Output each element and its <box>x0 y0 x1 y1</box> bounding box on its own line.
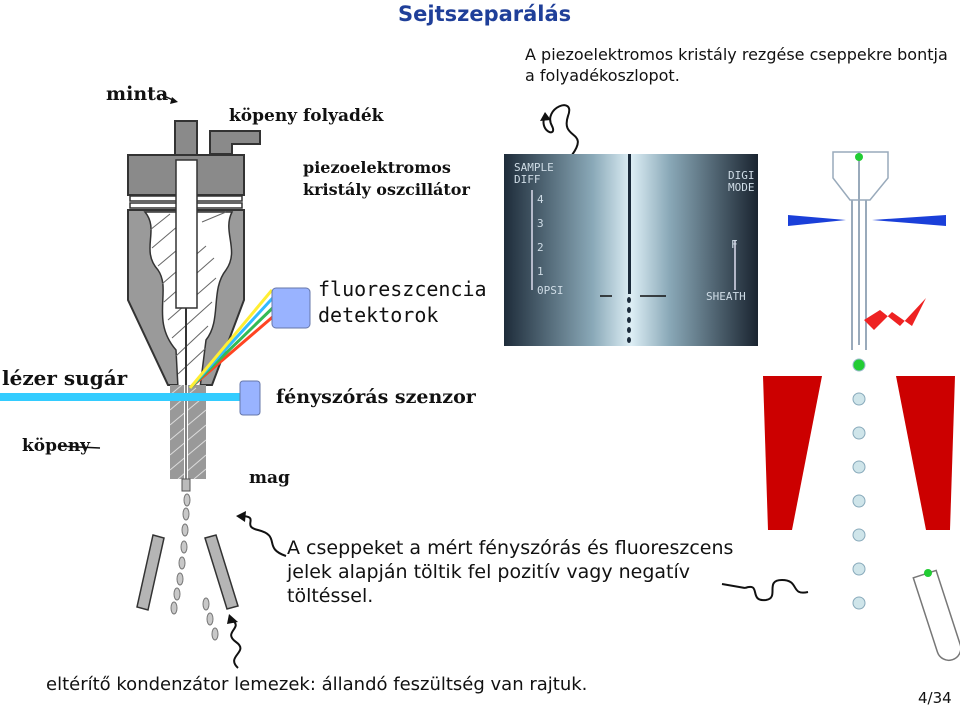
label-sheath: köpeny <box>22 436 91 456</box>
label-piezo-line2: kristály oszcillátor <box>303 180 470 199</box>
label-core: mag <box>249 468 290 488</box>
photo-f-label: F <box>731 238 738 251</box>
squiggle-arrow-icon <box>542 104 579 156</box>
intro-text: A piezoelektromos kristály rezgése csepp… <box>525 45 948 85</box>
collection-tube <box>912 569 960 661</box>
schematic-droplets <box>852 392 866 610</box>
nozzle-outline <box>832 151 889 201</box>
sample-tube <box>175 159 198 309</box>
deflector-plate-red-right <box>896 376 955 530</box>
label-fluorescence-detectors: fluoreszcencia detektorok <box>318 276 487 328</box>
charged-droplet <box>852 358 866 372</box>
photo-sheath-label: SHEATH <box>706 290 746 303</box>
deflector-plate-right <box>204 534 239 610</box>
photo-digi-label: DIGI MODE <box>728 169 755 194</box>
fluorescence-detector <box>271 287 311 329</box>
label-piezo-line1: piezoelektromos <box>303 158 451 177</box>
photo-psi-label: 0PSI <box>537 284 564 297</box>
slide-title: Sejtszeparálás <box>398 2 572 26</box>
squiggle-arrow-icon <box>744 578 809 602</box>
laser-left-icon <box>788 215 846 226</box>
label-piezo: piezoelektromos kristály oszcillátor <box>303 157 470 201</box>
falling-droplets <box>170 493 219 641</box>
squiggle-arrow-icon <box>230 619 242 669</box>
photo-scale: 4 3 2 1 <box>537 193 544 278</box>
photo-sample-label: SAMPLE DIFF <box>514 161 554 186</box>
nozzle-cell <box>855 153 863 161</box>
droplet-charging-text: A cseppeket a mért fényszórás és fluores… <box>287 537 734 607</box>
label-minta: minta <box>106 83 169 105</box>
sample-inlet <box>174 120 198 158</box>
stream-exit <box>181 478 191 492</box>
lightning-icon <box>864 298 926 330</box>
deflector-plate-left <box>136 534 165 611</box>
scatter-sensor <box>239 380 261 416</box>
photo-droplet-stream <box>627 154 631 343</box>
deflector-plate-red-left <box>763 376 822 530</box>
label-fluor-line1: fluoreszcencia <box>318 277 487 301</box>
page-number: 4/34 <box>918 689 952 707</box>
laser-beam <box>0 393 242 401</box>
label-fluor-line2: detektorok <box>318 303 439 327</box>
ray-yellow <box>188 289 274 389</box>
nozzle-assembly <box>127 120 261 492</box>
sheath-inlet <box>209 130 261 155</box>
squiggle-arrow-icon <box>239 515 287 557</box>
deflector-text: eltérítő kondenzátor lemezek: állandó fe… <box>46 674 588 695</box>
laser-right-icon <box>872 215 946 226</box>
minta-arrow-icon <box>170 97 178 104</box>
label-sheath-fluid: köpeny folyadék <box>229 106 384 126</box>
label-scatter-sensor: fényszórás szenzor <box>276 386 476 408</box>
label-laser: lézer sugár <box>2 366 128 390</box>
